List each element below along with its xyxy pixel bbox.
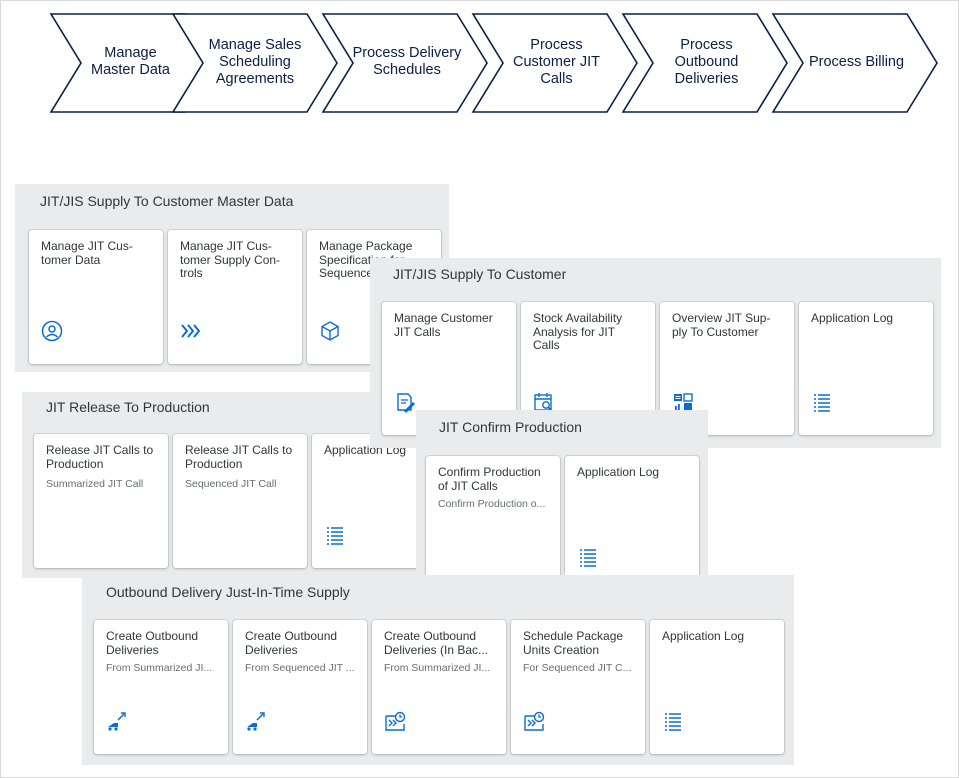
- tile-subtitle: From Sequenced JIT ...: [245, 662, 355, 674]
- tile-title: Create Outbound Deliveries: [106, 629, 199, 657]
- tile-subtitle: From Summarized JI...: [106, 662, 213, 674]
- group-title: JIT/JIS Supply To Customer: [393, 266, 567, 282]
- tile-title: Schedule Package Units Creation: [523, 629, 624, 657]
- tile-title: Manage JIT Cus- tomer Data: [41, 239, 133, 267]
- tile-subtitle: Sequenced JIT Call: [185, 478, 277, 490]
- tile-title: Overview JIT Sup- ply To Customer: [672, 311, 771, 339]
- tile-release-jit-calls-sequenced[interactable]: Release JIT Calls to Production Sequence…: [173, 434, 307, 568]
- tile-confirm-production-of-jit-calls[interactable]: Confirm Production of JIT Calls Confirm …: [426, 456, 560, 590]
- tile-title: Confirm Production of JIT Calls: [438, 465, 541, 493]
- process-step-manage-master-data[interactable]: Manage Master Data: [48, 12, 218, 114]
- calendar-search-icon: [533, 391, 555, 413]
- tile-title: Manage JIT Cus- tomer Supply Con- trols: [180, 239, 281, 280]
- tile-title: Application Log: [811, 311, 894, 325]
- customer-icon: [41, 320, 63, 342]
- tile-subtitle: Summarized JIT Call: [46, 478, 144, 490]
- process-step-manage-sales-scheduling-agreements[interactable]: Manage Sales Scheduling Agreements: [170, 12, 340, 114]
- dashboard-icon: [672, 391, 694, 413]
- tile-title: Release JIT Calls to Production: [185, 443, 293, 471]
- tile-create-outbound-deliveries-summarized[interactable]: Create Outbound Deliveries From Summariz…: [94, 620, 228, 754]
- edit-document-icon: [394, 391, 416, 413]
- process-step-label: Process Billing: [808, 53, 905, 70]
- tile-application-log[interactable]: Application Log: [565, 456, 699, 590]
- forklift-icon: [106, 710, 128, 732]
- tile-create-outbound-deliveries-background[interactable]: Create Outbound Deliveries (In Bac... Fr…: [372, 620, 506, 754]
- list-icon: [577, 546, 599, 568]
- process-step-label: Process Delivery Schedules: [352, 45, 462, 78]
- tile-title: Manage Package Specification for Sequenc…: [319, 239, 413, 280]
- group-outbound-delivery-jit-supply: Outbound Delivery Just-In-Time Supply Cr…: [82, 575, 794, 765]
- forklift-icon: [245, 710, 267, 732]
- group-title: JIT Release To Production: [46, 399, 210, 415]
- tile-title: Application Log: [577, 465, 660, 479]
- delivery-schedule-icon: [523, 710, 545, 732]
- list-icon: [811, 391, 833, 413]
- group-title: Outbound Delivery Just-In-Time Supply: [106, 584, 350, 600]
- tile-manage-jit-customer-data[interactable]: Manage JIT Cus- tomer Data: [29, 230, 163, 364]
- list-icon: [324, 524, 346, 546]
- tile-create-outbound-deliveries-sequenced[interactable]: Create Outbound Deliveries From Sequence…: [233, 620, 367, 754]
- tile-title: Manage Customer JIT Calls: [394, 311, 493, 339]
- process-step-label: Process Outbound Deliveries: [674, 36, 739, 87]
- tile-application-log[interactable]: Application Log: [650, 620, 784, 754]
- process-step-label: Process Customer JIT Calls: [512, 36, 600, 87]
- tile-subtitle: For Sequenced JIT C...: [523, 662, 632, 674]
- tile-manage-jit-customer-supply-controls[interactable]: Manage JIT Cus- tomer Supply Con- trols: [168, 230, 302, 364]
- process-step-process-billing[interactable]: Process Billing: [770, 12, 940, 114]
- group-title: JIT/JIS Supply To Customer Master Data: [40, 193, 294, 209]
- double-chevron-icon: [180, 320, 202, 342]
- tile-title: Create Outbound Deliveries: [245, 629, 338, 657]
- package-icon: [319, 320, 341, 342]
- tile-title: Create Outbound Deliveries (In Bac...: [384, 629, 489, 657]
- tile-application-log[interactable]: Application Log: [799, 302, 933, 435]
- tile-subtitle: From Summarized JI...: [384, 662, 491, 674]
- group-title: JIT Confirm Production: [439, 419, 582, 435]
- tile-title: Stock Availability Analysis for JIT Call…: [533, 311, 623, 352]
- tile-title: Release JIT Calls to Production: [46, 443, 154, 471]
- tile-schedule-package-units-creation[interactable]: Schedule Package Units Creation For Sequ…: [511, 620, 645, 754]
- group-jit-confirm-production: JIT Confirm Production Confirm Productio…: [416, 410, 708, 600]
- tile-title: Application Log: [662, 629, 745, 643]
- tile-release-jit-calls-summarized[interactable]: Release JIT Calls to Production Summariz…: [34, 434, 168, 568]
- list-icon: [662, 710, 684, 732]
- tile-overview-jit-supply-to-customer[interactable]: Overview JIT Sup- ply To Customer: [660, 302, 794, 435]
- delivery-schedule-icon: [384, 710, 406, 732]
- tile-subtitle: Confirm Production o...: [438, 498, 546, 510]
- process-step-label: Manage Sales Scheduling Agreements: [208, 36, 302, 87]
- process-step-process-customer-jit-calls[interactable]: Process Customer JIT Calls: [470, 12, 640, 114]
- process-step-process-delivery-schedules[interactable]: Process Delivery Schedules: [320, 12, 490, 114]
- process-step-label: Manage Master Data: [91, 45, 170, 78]
- process-step-process-outbound-deliveries[interactable]: Process Outbound Deliveries: [620, 12, 790, 114]
